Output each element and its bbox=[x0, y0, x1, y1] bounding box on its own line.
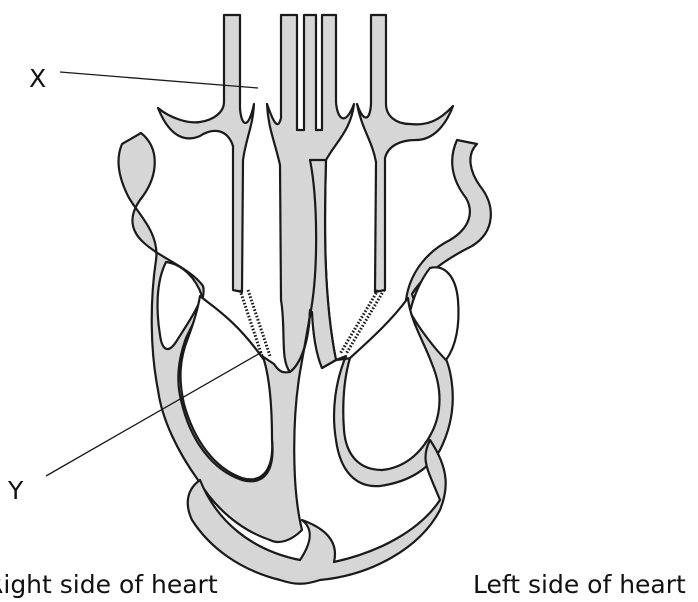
label-right-side-of-heart: Right side of heart bbox=[0, 572, 218, 597]
vena-cava bbox=[158, 15, 254, 292]
label-y: Y bbox=[8, 478, 23, 503]
label-left-side-of-heart: Left side of heart bbox=[473, 572, 686, 597]
label-x: X bbox=[29, 66, 46, 91]
